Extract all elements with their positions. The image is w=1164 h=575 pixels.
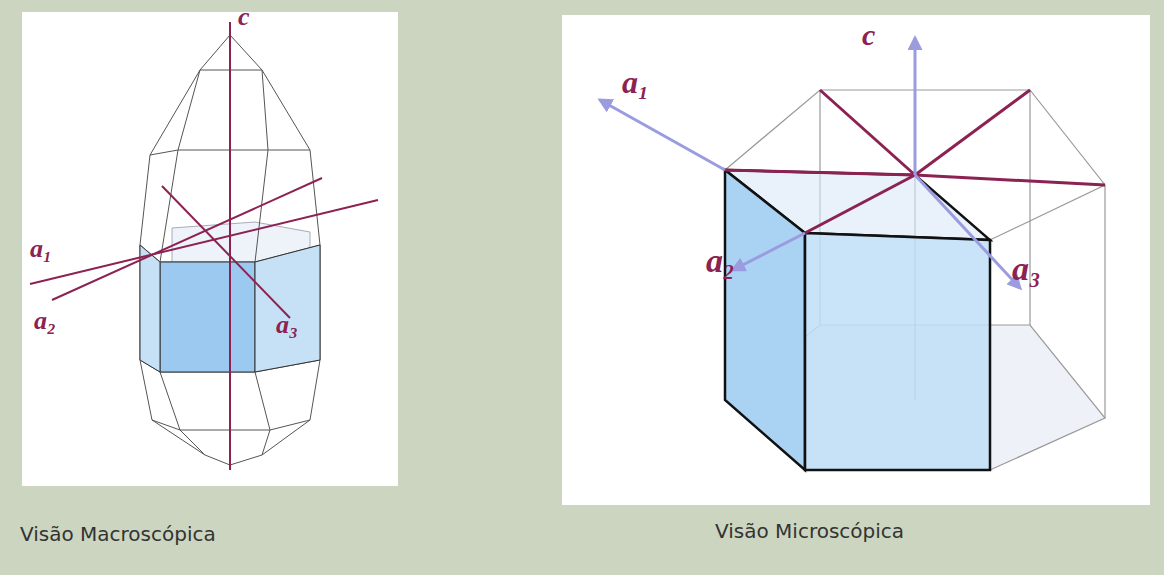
view-panel: Visão Microscópica xyxy=(562,15,1150,505)
axis-label: c xyxy=(862,20,875,50)
axis-label: a₁ xyxy=(622,66,649,98)
axis-label: c xyxy=(238,4,250,30)
view-panel: Visão Macroscópica xyxy=(22,12,398,486)
axis-label: a₁ xyxy=(30,236,52,262)
axis-label: a₃ xyxy=(276,312,298,338)
view-caption: Visão Microscópica xyxy=(715,519,904,543)
axis-label: a₂ xyxy=(34,308,56,334)
axis-label: a₃ xyxy=(1012,252,1041,286)
view-caption: Visão Macroscópica xyxy=(20,522,216,546)
axis-label: a₂ xyxy=(706,244,735,278)
